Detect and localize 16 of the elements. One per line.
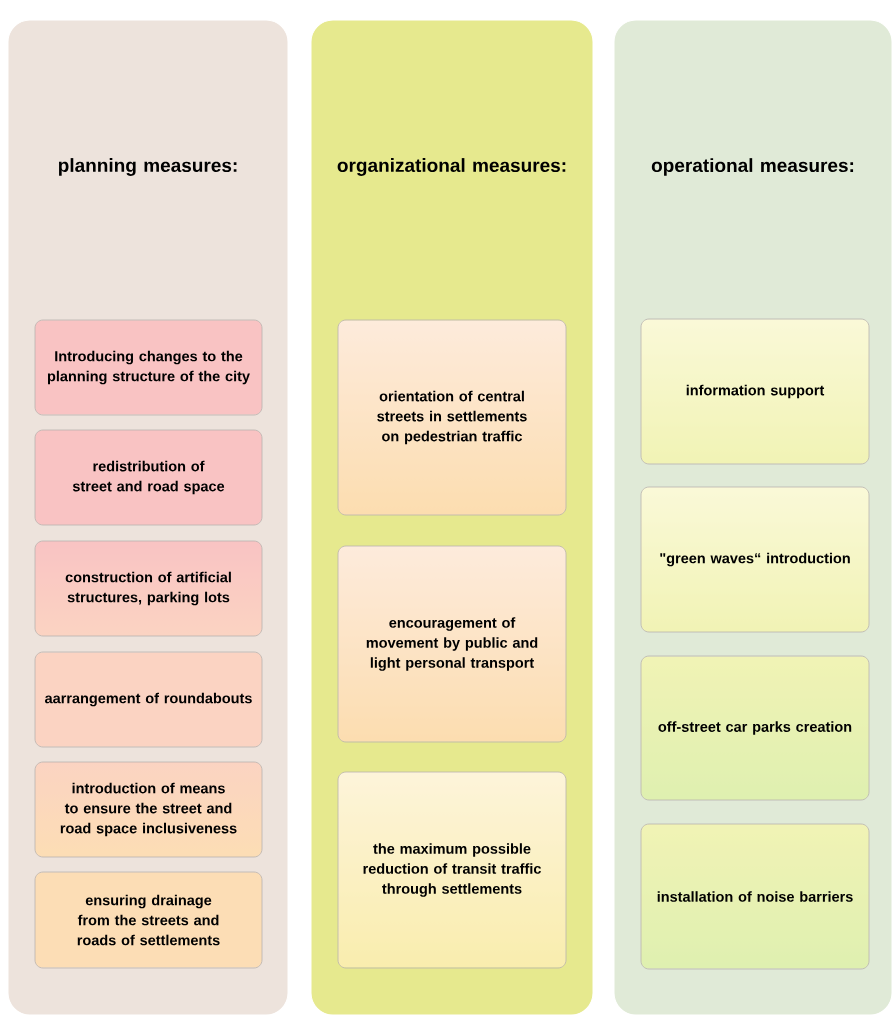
measure-box: redistribution of street and road space <box>34 429 263 526</box>
column-heading: organizational measures: <box>337 158 566 176</box>
measure-box: information support <box>640 318 870 465</box>
measure-box: encouragement of movement by public and light personal transport <box>337 545 567 743</box>
measure-box: the maximum possible reduction of transit traffic through settlements <box>337 771 567 969</box>
measure-box: introduction of means to ensure the street and road space inclusiveness <box>34 761 263 858</box>
measure-box: orientation of central streets in settlements on pedestrian traffic <box>337 319 567 516</box>
column-heading: planning measures: <box>59 158 237 176</box>
measure-box: Introducing changes to the planning structure of the city <box>34 319 263 416</box>
measure-box: construction of artificial structures, parking lots <box>34 540 263 637</box>
column-heading: operational measures: <box>651 158 854 176</box>
measure-box: ensuring drainage from the streets and roads of settlements <box>34 871 263 969</box>
measure-box: installation of noise barriers <box>640 823 870 970</box>
measure-box: "green waves“ introduction <box>640 486 870 633</box>
measure-box: off-street car parks creation <box>640 655 870 801</box>
measure-box: aarrangement of roundabouts <box>34 651 263 748</box>
